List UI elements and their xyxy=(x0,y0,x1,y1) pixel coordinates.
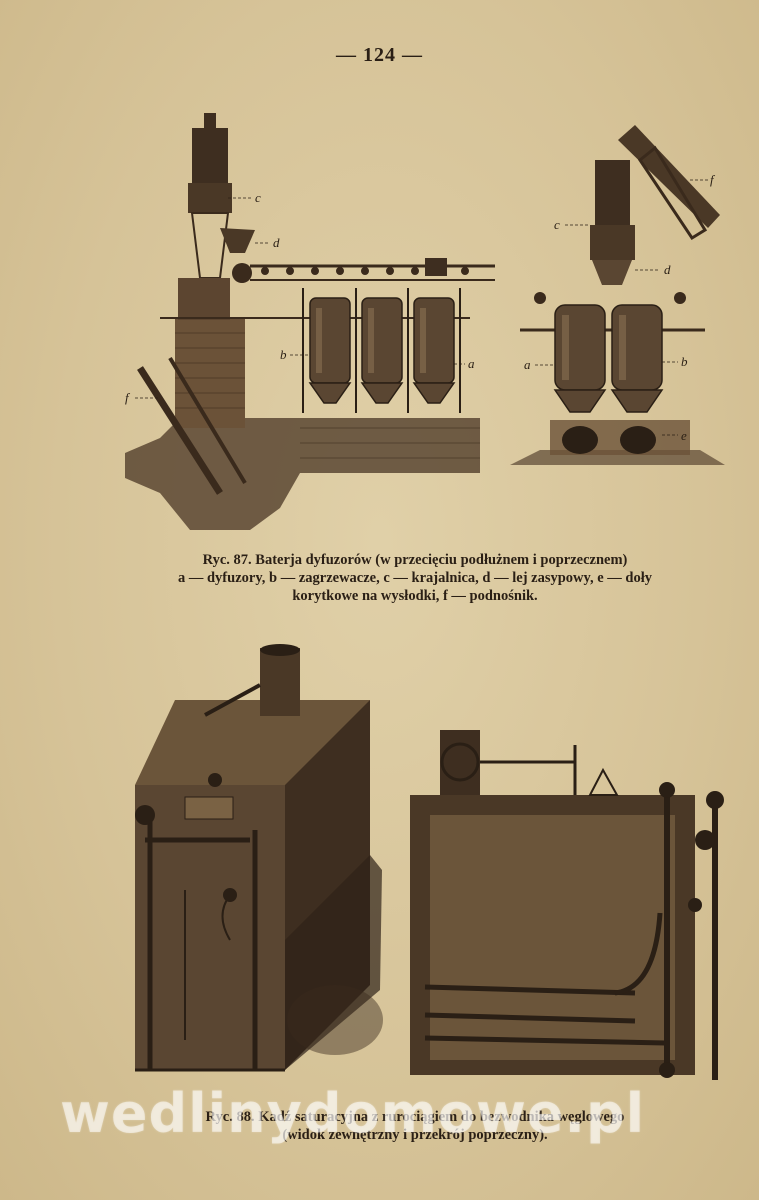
page-number: — 124 — xyxy=(336,44,423,66)
label-d-longitudinal: d xyxy=(273,235,280,250)
label-f-cross: f xyxy=(710,172,716,187)
label-c-longitudinal: c xyxy=(255,190,261,205)
figure-87-longitudinal-section: c d b a f xyxy=(125,113,495,530)
figure-88-caption-line-2: (widok zewnętrzny i przekrój poprzeczny)… xyxy=(282,1127,548,1143)
figure-87-caption-line-1: Ryc. 87. Baterja dyfuzorów (w przecięciu… xyxy=(202,552,628,568)
label-b-longitudinal: b xyxy=(280,347,287,362)
figure-88-caption-line-1: Ryc. 88. Kadź saturacyjna z rurociągiem … xyxy=(205,1109,625,1125)
label-a-cross: a xyxy=(524,357,531,372)
label-e-cross: e xyxy=(681,428,687,443)
label-a-longitudinal: a xyxy=(468,356,475,371)
figure-87-caption-line-3: korytkowe na wysłodki, f — podnośnik. xyxy=(292,588,538,604)
label-b-cross: b xyxy=(681,354,688,369)
figure-88-external-view xyxy=(135,644,383,1072)
figure-87-cross-section: c d a b e f xyxy=(510,125,725,465)
label-d-cross: d xyxy=(664,262,671,277)
figure-88-cross-section xyxy=(410,730,724,1080)
figure-88-caption: Ryc. 88. Kadź saturacyjna z rurociągiem … xyxy=(110,1108,720,1144)
label-f-longitudinal: f xyxy=(125,390,131,405)
figure-87-caption: Ryc. 87. Baterja dyfuzorów (w przecięciu… xyxy=(110,551,720,605)
label-c-cross: c xyxy=(554,217,560,232)
figure-87-caption-line-2: a — dyfuzory, b — zagrzewacze, c — kraja… xyxy=(177,570,652,586)
watermark: wedlinydomowe.pl xyxy=(60,1082,646,1145)
